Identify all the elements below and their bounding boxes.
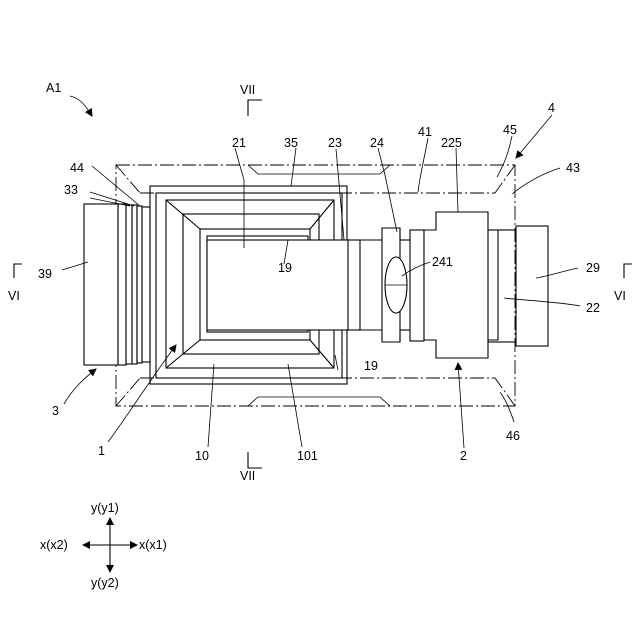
label-19-lower: 19 [364, 359, 378, 373]
label-vii-top: VII [240, 83, 255, 97]
axis-x-left-label: x(x2) [40, 538, 68, 552]
label-2: 2 [460, 449, 467, 463]
label-21: 21 [232, 136, 246, 150]
label-44: 44 [70, 161, 84, 175]
label-23: 23 [328, 136, 342, 150]
label-24: 24 [370, 136, 384, 150]
axis-x-right-label: x(x1) [139, 538, 167, 552]
label-41: 41 [418, 125, 432, 139]
element-2 [207, 228, 424, 342]
block-39 [84, 204, 150, 365]
label-46: 46 [506, 429, 520, 443]
section-marker-vi-left [14, 264, 22, 278]
section-marker-vii-top [248, 100, 262, 116]
label-4: 4 [548, 101, 555, 115]
axis-y-down-label: y(y2) [91, 576, 119, 590]
label-10: 10 [195, 449, 209, 463]
label-225: 225 [441, 136, 462, 150]
label-35: 35 [284, 136, 298, 150]
label-39: 39 [38, 267, 52, 281]
element-225 [424, 212, 498, 358]
axis-y-up-label: y(y1) [91, 501, 119, 515]
label-101: 101 [297, 449, 318, 463]
label-33: 33 [64, 183, 78, 197]
section-marker-vii-bottom [248, 452, 262, 468]
label-241: 241 [432, 255, 453, 269]
section-marker-vi-right [624, 264, 632, 278]
label-1: 1 [98, 444, 105, 458]
label-19-upper: 19 [278, 261, 292, 275]
label-43: 43 [566, 161, 580, 175]
label-vii-bottom: VII [240, 469, 255, 483]
label-29: 29 [586, 261, 600, 275]
axis-indicator [83, 518, 137, 572]
label-3: 3 [52, 404, 59, 418]
label-22: 22 [586, 301, 600, 315]
label-vi-right: VI [614, 289, 626, 303]
label-vi-left: VI [8, 289, 20, 303]
label-a1: A1 [46, 81, 61, 95]
label-45: 45 [503, 123, 517, 137]
